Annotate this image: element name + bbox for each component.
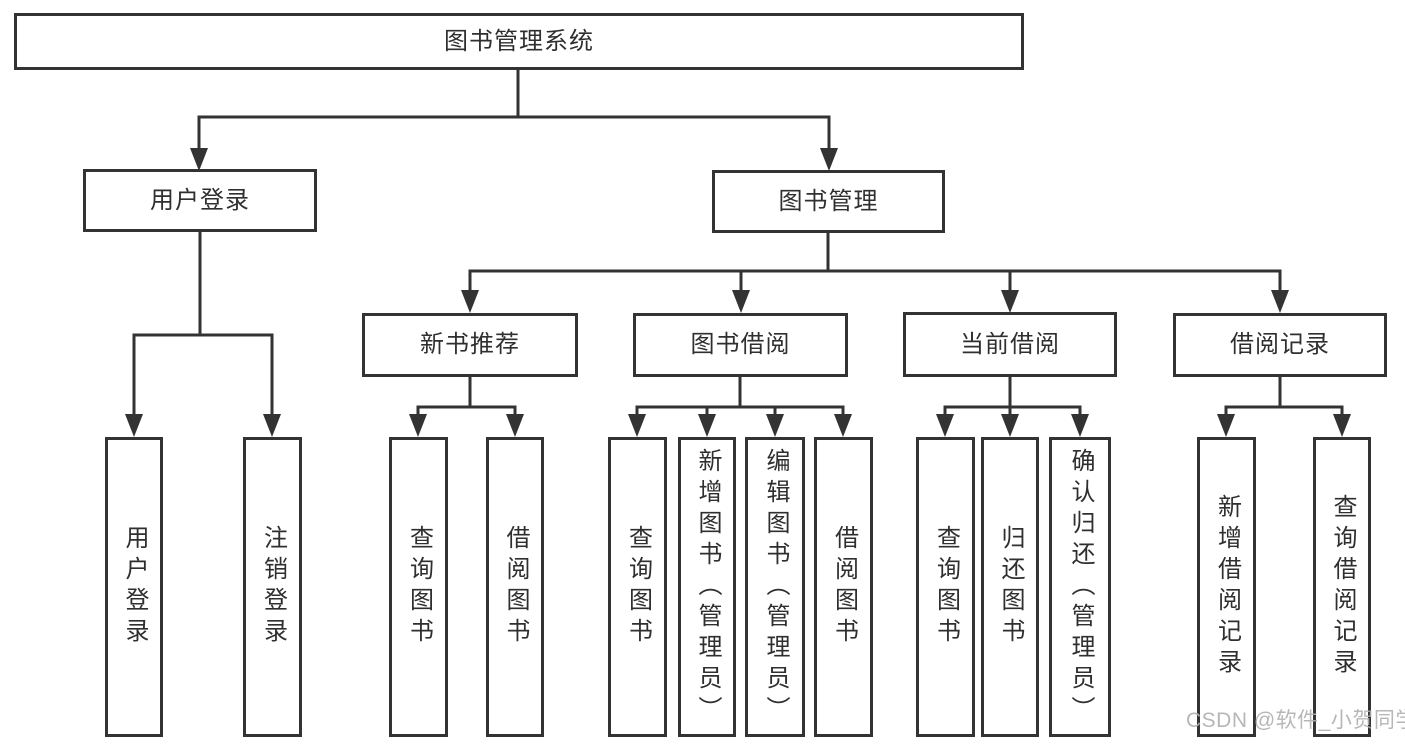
edge-new-book-rec-to-leaves	[409, 377, 524, 437]
node-label: 借阅记录	[1230, 331, 1330, 358]
node-label: 查询图书	[932, 525, 960, 649]
node-label: 确认归还（管理员）	[1067, 447, 1094, 727]
node-library-management-system: 图书管理系统	[14, 13, 1024, 70]
leaf-add-borrow-record: 新增借阅记录	[1197, 437, 1256, 737]
leaf-edit-books-admin: 编辑图书（管理员）	[745, 437, 805, 737]
node-label: 编辑图书（管理员）	[762, 447, 789, 727]
node-current-borrowing: 当前借阅	[903, 312, 1117, 377]
leaf-query-books-current: 查询图书	[916, 437, 975, 737]
leaf-add-books-admin: 新增图书（管理员）	[678, 437, 736, 737]
edge-book-mgmt-to-level3	[461, 233, 1289, 313]
edge-root-to-level2	[190, 70, 838, 171]
node-book-management: 图书管理	[712, 170, 945, 233]
node-label: 当前借阅	[960, 330, 1060, 358]
leaf-user-login: 用户登录	[105, 437, 163, 737]
node-label: 新增图书（管理员）	[694, 447, 721, 727]
node-book-borrowing: 图书借阅	[633, 313, 848, 377]
node-label: 借阅图书	[502, 525, 529, 649]
leaf-borrow-books-recommend: 借阅图书	[486, 437, 544, 737]
node-label: 归还图书	[997, 525, 1024, 649]
node-user-login: 用户登录	[83, 169, 317, 232]
node-label: 图书借阅	[690, 331, 791, 358]
node-label: 查询借阅记录	[1329, 494, 1356, 680]
node-label: 用户登录	[150, 186, 250, 214]
edge-book-borrow-to-leaves	[628, 377, 852, 437]
node-new-book-recommendation: 新书推荐	[362, 313, 578, 377]
node-label: 注销登录	[259, 525, 287, 649]
leaf-return-books: 归还图书	[981, 437, 1039, 737]
node-label: 新增借阅记录	[1213, 494, 1241, 680]
node-label: 查询图书	[405, 525, 433, 649]
node-borrowing-records: 借阅记录	[1173, 313, 1387, 377]
leaf-confirm-return-admin: 确认归还（管理员）	[1049, 437, 1111, 737]
leaf-borrow-books-borrowing: 借阅图书	[814, 437, 873, 737]
leaf-query-borrow-record: 查询借阅记录	[1313, 437, 1371, 737]
node-label: 查询图书	[624, 525, 652, 649]
leaf-query-books-borrowing: 查询图书	[608, 437, 667, 737]
node-label: 新书推荐	[420, 331, 520, 358]
csdn-watermark: CSDN @软件_小贺同学	[1186, 709, 1405, 732]
leaf-query-books-recommend: 查询图书	[389, 437, 448, 737]
edge-user-login-to-leaves	[125, 232, 281, 437]
node-label: 借阅图书	[830, 525, 858, 649]
edge-current-borrow-to-leaves	[936, 377, 1089, 437]
node-label: 图书管理	[778, 187, 879, 215]
leaf-logout: 注销登录	[243, 437, 302, 737]
node-label: 图书管理系统	[444, 27, 594, 55]
node-label: 用户登录	[121, 525, 148, 649]
edge-borrow-records-to-leaves	[1217, 377, 1351, 437]
